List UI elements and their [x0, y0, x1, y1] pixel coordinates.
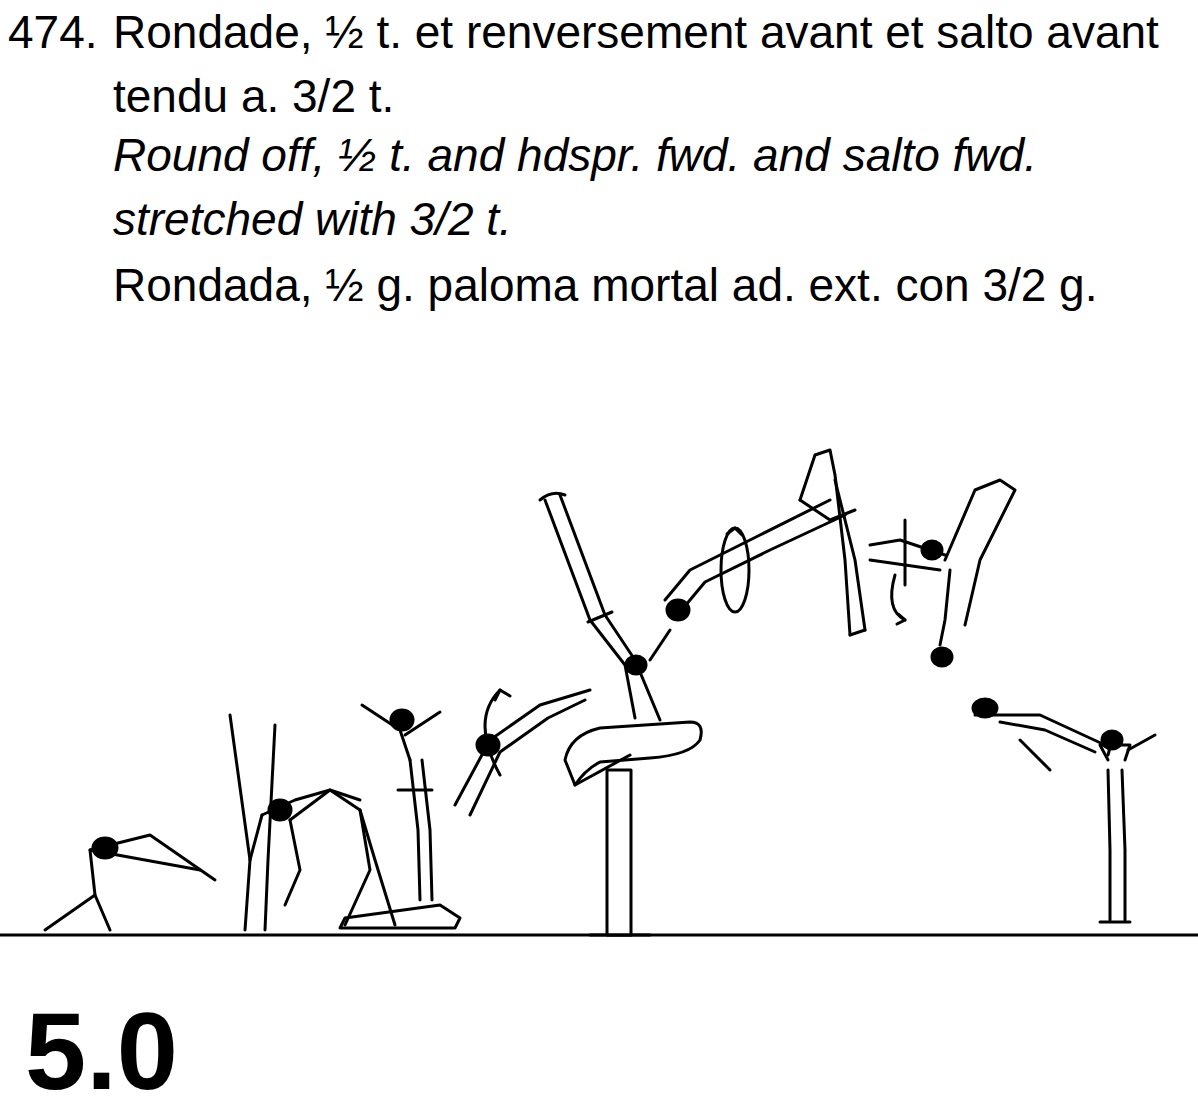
gymnast-figure: [362, 705, 440, 900]
gymnast-figure: [870, 480, 1015, 666]
gymnast-figure: [650, 500, 845, 660]
gymnast-figure: [540, 493, 660, 720]
item-number: 474.: [8, 0, 118, 64]
difficulty-value: 5.0: [25, 996, 325, 1106]
gymnast-figure: [45, 835, 215, 930]
gymnast-figure: [285, 790, 395, 925]
description-en: Round off, ½ t. and hdspr. fwd. and salt…: [113, 123, 1196, 251]
gymnast-figure: [800, 450, 865, 635]
description-fr: Rondade, ½ t. et renversement avant et s…: [113, 0, 1196, 128]
floor-line: [0, 934, 1198, 937]
springboard: [340, 905, 460, 928]
description-es: Rondada, ½ g. paloma mortal ad. ext. con…: [113, 253, 1196, 317]
gymnast-figure: [455, 690, 590, 815]
gymnast-figure: [230, 715, 360, 930]
gymnast-figure: [973, 699, 1155, 922]
vaulting-table: [565, 722, 701, 935]
